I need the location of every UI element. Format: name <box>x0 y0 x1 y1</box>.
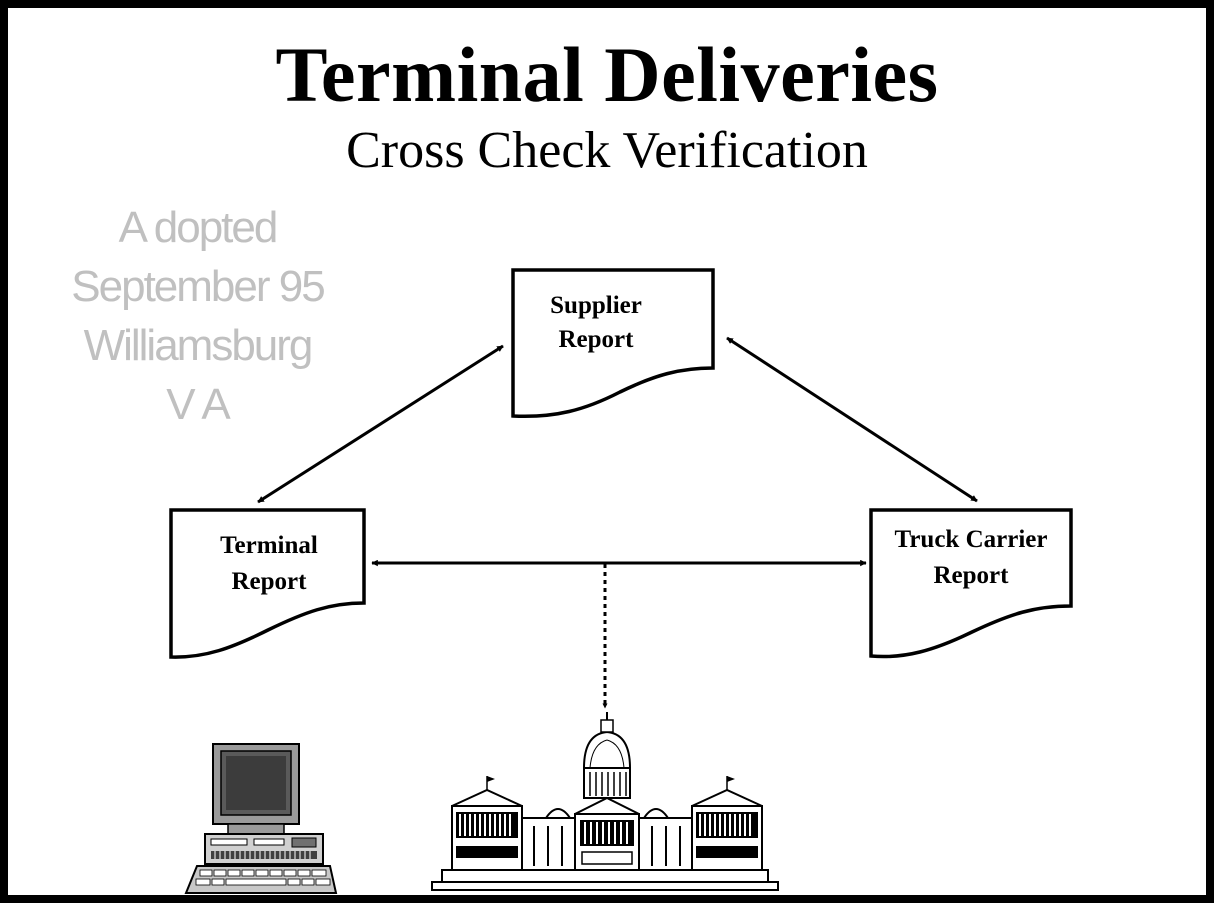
computer-icon <box>184 743 338 894</box>
truck-carrier-report-label-line1: Truck Carrier <box>895 526 1048 553</box>
arrow-supplier-truck <box>726 336 978 503</box>
supplier-report-document: Supplier Report <box>511 268 715 419</box>
watermark-line-4: V A <box>166 380 231 429</box>
supplier-report-label-line1: Supplier <box>550 292 642 319</box>
page-subtitle: Cross Check Verification <box>346 122 868 179</box>
supplier-report-label-line2: Report <box>559 326 635 353</box>
terminal-report-label-line1: Terminal <box>220 532 318 559</box>
arrow-supplier-terminal <box>257 344 504 504</box>
watermark-line-1: A dopted <box>118 203 279 252</box>
terminal-report-label-line2: Report <box>232 568 308 595</box>
page-title: Terminal Deliveries <box>275 31 939 118</box>
terminal-report-document: Terminal Report <box>169 508 366 659</box>
truck-carrier-report-label-line2: Report <box>934 562 1010 589</box>
capitol-building-icon <box>431 712 779 891</box>
watermark-line-2: September 95 <box>71 262 325 311</box>
truck-carrier-report-document: Truck Carrier Report <box>869 508 1073 659</box>
adoption-watermark: A dopted September 95 Williamsburg V A <box>50 198 345 434</box>
